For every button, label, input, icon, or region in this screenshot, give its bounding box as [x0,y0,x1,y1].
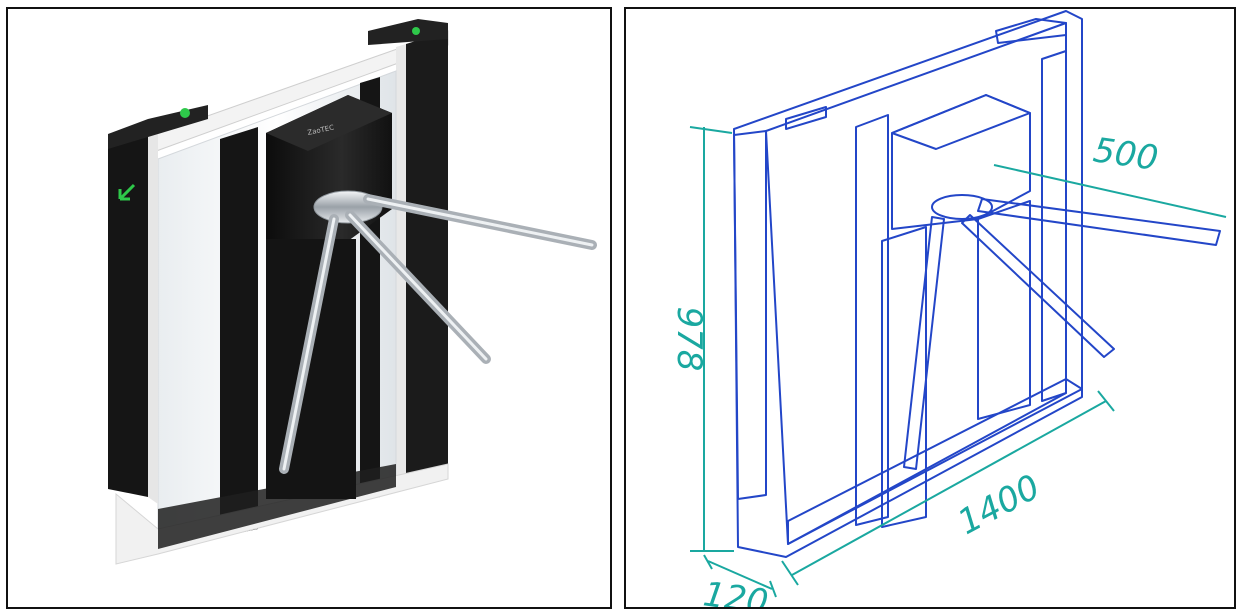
right-top-cap [368,19,448,45]
green-arrow-icon [118,183,136,201]
drawing-left-post [733,130,767,500]
drawing-panel: 978 500 1400 120 [624,7,1236,609]
drawing-body-left [881,226,927,528]
drawing-arm-horizontal [977,198,1221,246]
depth-dimension-label: 120 [701,574,771,607]
drawing-right-post [1041,50,1067,402]
frame-left-post [108,127,148,497]
green-arrow-indicator-left [180,108,190,118]
drawing-hub [931,194,993,220]
photo-panel: ZaoTEC [6,7,612,609]
drawing-base [787,378,1083,545]
arm-dimension-label: 500 [1091,130,1161,179]
turnstile-head-top [266,95,392,151]
depth-dimension-line [707,560,773,590]
turnstile-body [266,239,356,499]
glass-stripe-left [220,127,258,537]
frame-right-post [406,31,448,487]
drawing-head-top [891,94,1031,150]
turnstile-photo: ZaoTEC [108,19,597,565]
drawing-body-right [977,200,1031,420]
drawing-arm-down [903,216,945,470]
green-arrow-indicator-right [412,27,420,35]
frame-left-post-edge [148,127,158,504]
drawing-arm-diagonal [961,214,1115,358]
drawing-top-cap-right [995,18,1067,44]
width-dimension-line [791,400,1107,576]
drawing-panel-left [855,114,889,526]
turnstile-dimension-drawing: 978 500 1400 120 [669,10,1227,607]
arm-dimension-line [993,164,1227,218]
height-dimension-label: 978 [669,307,709,372]
drawing-frame-outline [733,10,1083,558]
drawing-top-cap-left [785,106,827,130]
